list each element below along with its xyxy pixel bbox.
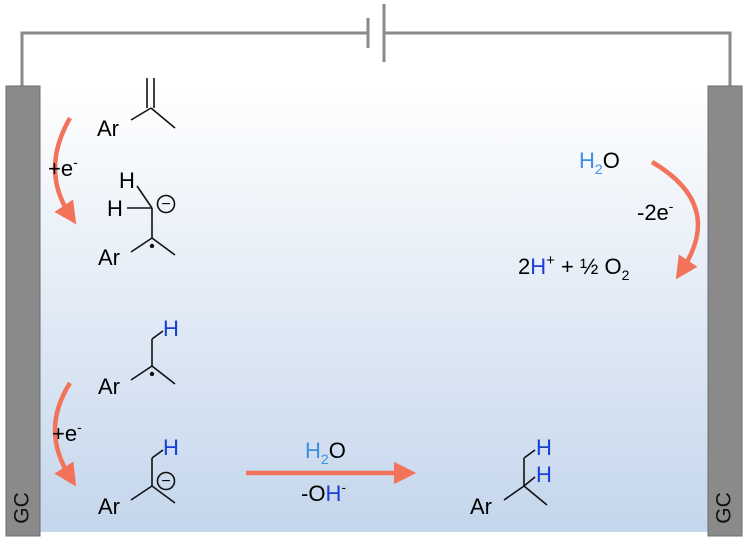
hydrogen-label: H: [107, 196, 123, 221]
negative-charge-sign: −: [161, 196, 170, 213]
right-electrode: GC: [707, 85, 743, 537]
oxidation-products: 2H+ + ½ O2: [518, 252, 630, 283]
bond: [151, 449, 164, 459]
bond: [151, 237, 176, 256]
bond: [151, 365, 176, 385]
radical-dot: [149, 243, 155, 249]
radical-anion-molecule: Ar H H −: [98, 168, 176, 270]
bond: [136, 185, 153, 209]
bond: [151, 485, 176, 504]
protonation-byproduct: -OH-: [301, 479, 346, 506]
wire-left: [20, 31, 368, 86]
hydrogen-label: H: [119, 168, 135, 193]
aryl-label: Ar: [98, 494, 120, 519]
hydrogen-label-blue: H: [536, 435, 552, 460]
negative-charge-circle: [156, 471, 176, 491]
reduction-step-2-label: +e-: [52, 419, 82, 446]
hydrogen-label-blue: H: [163, 435, 179, 460]
bond: [150, 107, 176, 129]
wire-right: [384, 31, 732, 86]
left-electrode-label: GC: [11, 492, 34, 524]
protonation-reagent: H2O: [305, 438, 346, 467]
negative-charge-sign: −: [161, 473, 170, 490]
product-molecule: Ar H H: [470, 435, 552, 519]
aryl-label: Ar: [97, 116, 119, 141]
hydrogen-label-blue: H: [163, 316, 179, 341]
left-electrode: GC: [5, 85, 41, 537]
bond: [523, 449, 536, 459]
right-electrode-bar: [707, 85, 743, 537]
bond: [151, 330, 164, 340]
oxidation-electrons-label: -2e-: [637, 198, 674, 225]
bond: [503, 485, 525, 501]
aryl-label: Ar: [470, 494, 492, 519]
negative-charge-circle: [156, 194, 176, 214]
bond: [523, 485, 548, 506]
radical-dot: [149, 371, 155, 377]
electrolyte-solution: [40, 86, 708, 532]
external-circuit: [20, 4, 732, 86]
bond: [130, 107, 152, 121]
bond: [130, 365, 153, 381]
anion-molecule: Ar H −: [98, 435, 179, 519]
radical-molecule: Ar H: [98, 316, 179, 399]
bond: [130, 485, 153, 501]
aryl-label: Ar: [98, 245, 120, 270]
right-electrode-label: GC: [713, 492, 736, 524]
left-electrode-bar: [5, 85, 41, 537]
bond: [130, 237, 153, 253]
reduction-arrow-2: [52, 381, 77, 487]
bond: [523, 476, 536, 487]
reduction-step-1-label: +e-: [48, 154, 78, 181]
oxidation-arrow: [650, 160, 701, 280]
water-reactant: H2O: [579, 148, 620, 177]
aryl-label: Ar: [98, 374, 120, 399]
hydrogen-label-blue: H: [536, 462, 552, 487]
reduction-arrow-1: [52, 116, 77, 225]
alkene-molecule: Ar: [97, 78, 176, 141]
